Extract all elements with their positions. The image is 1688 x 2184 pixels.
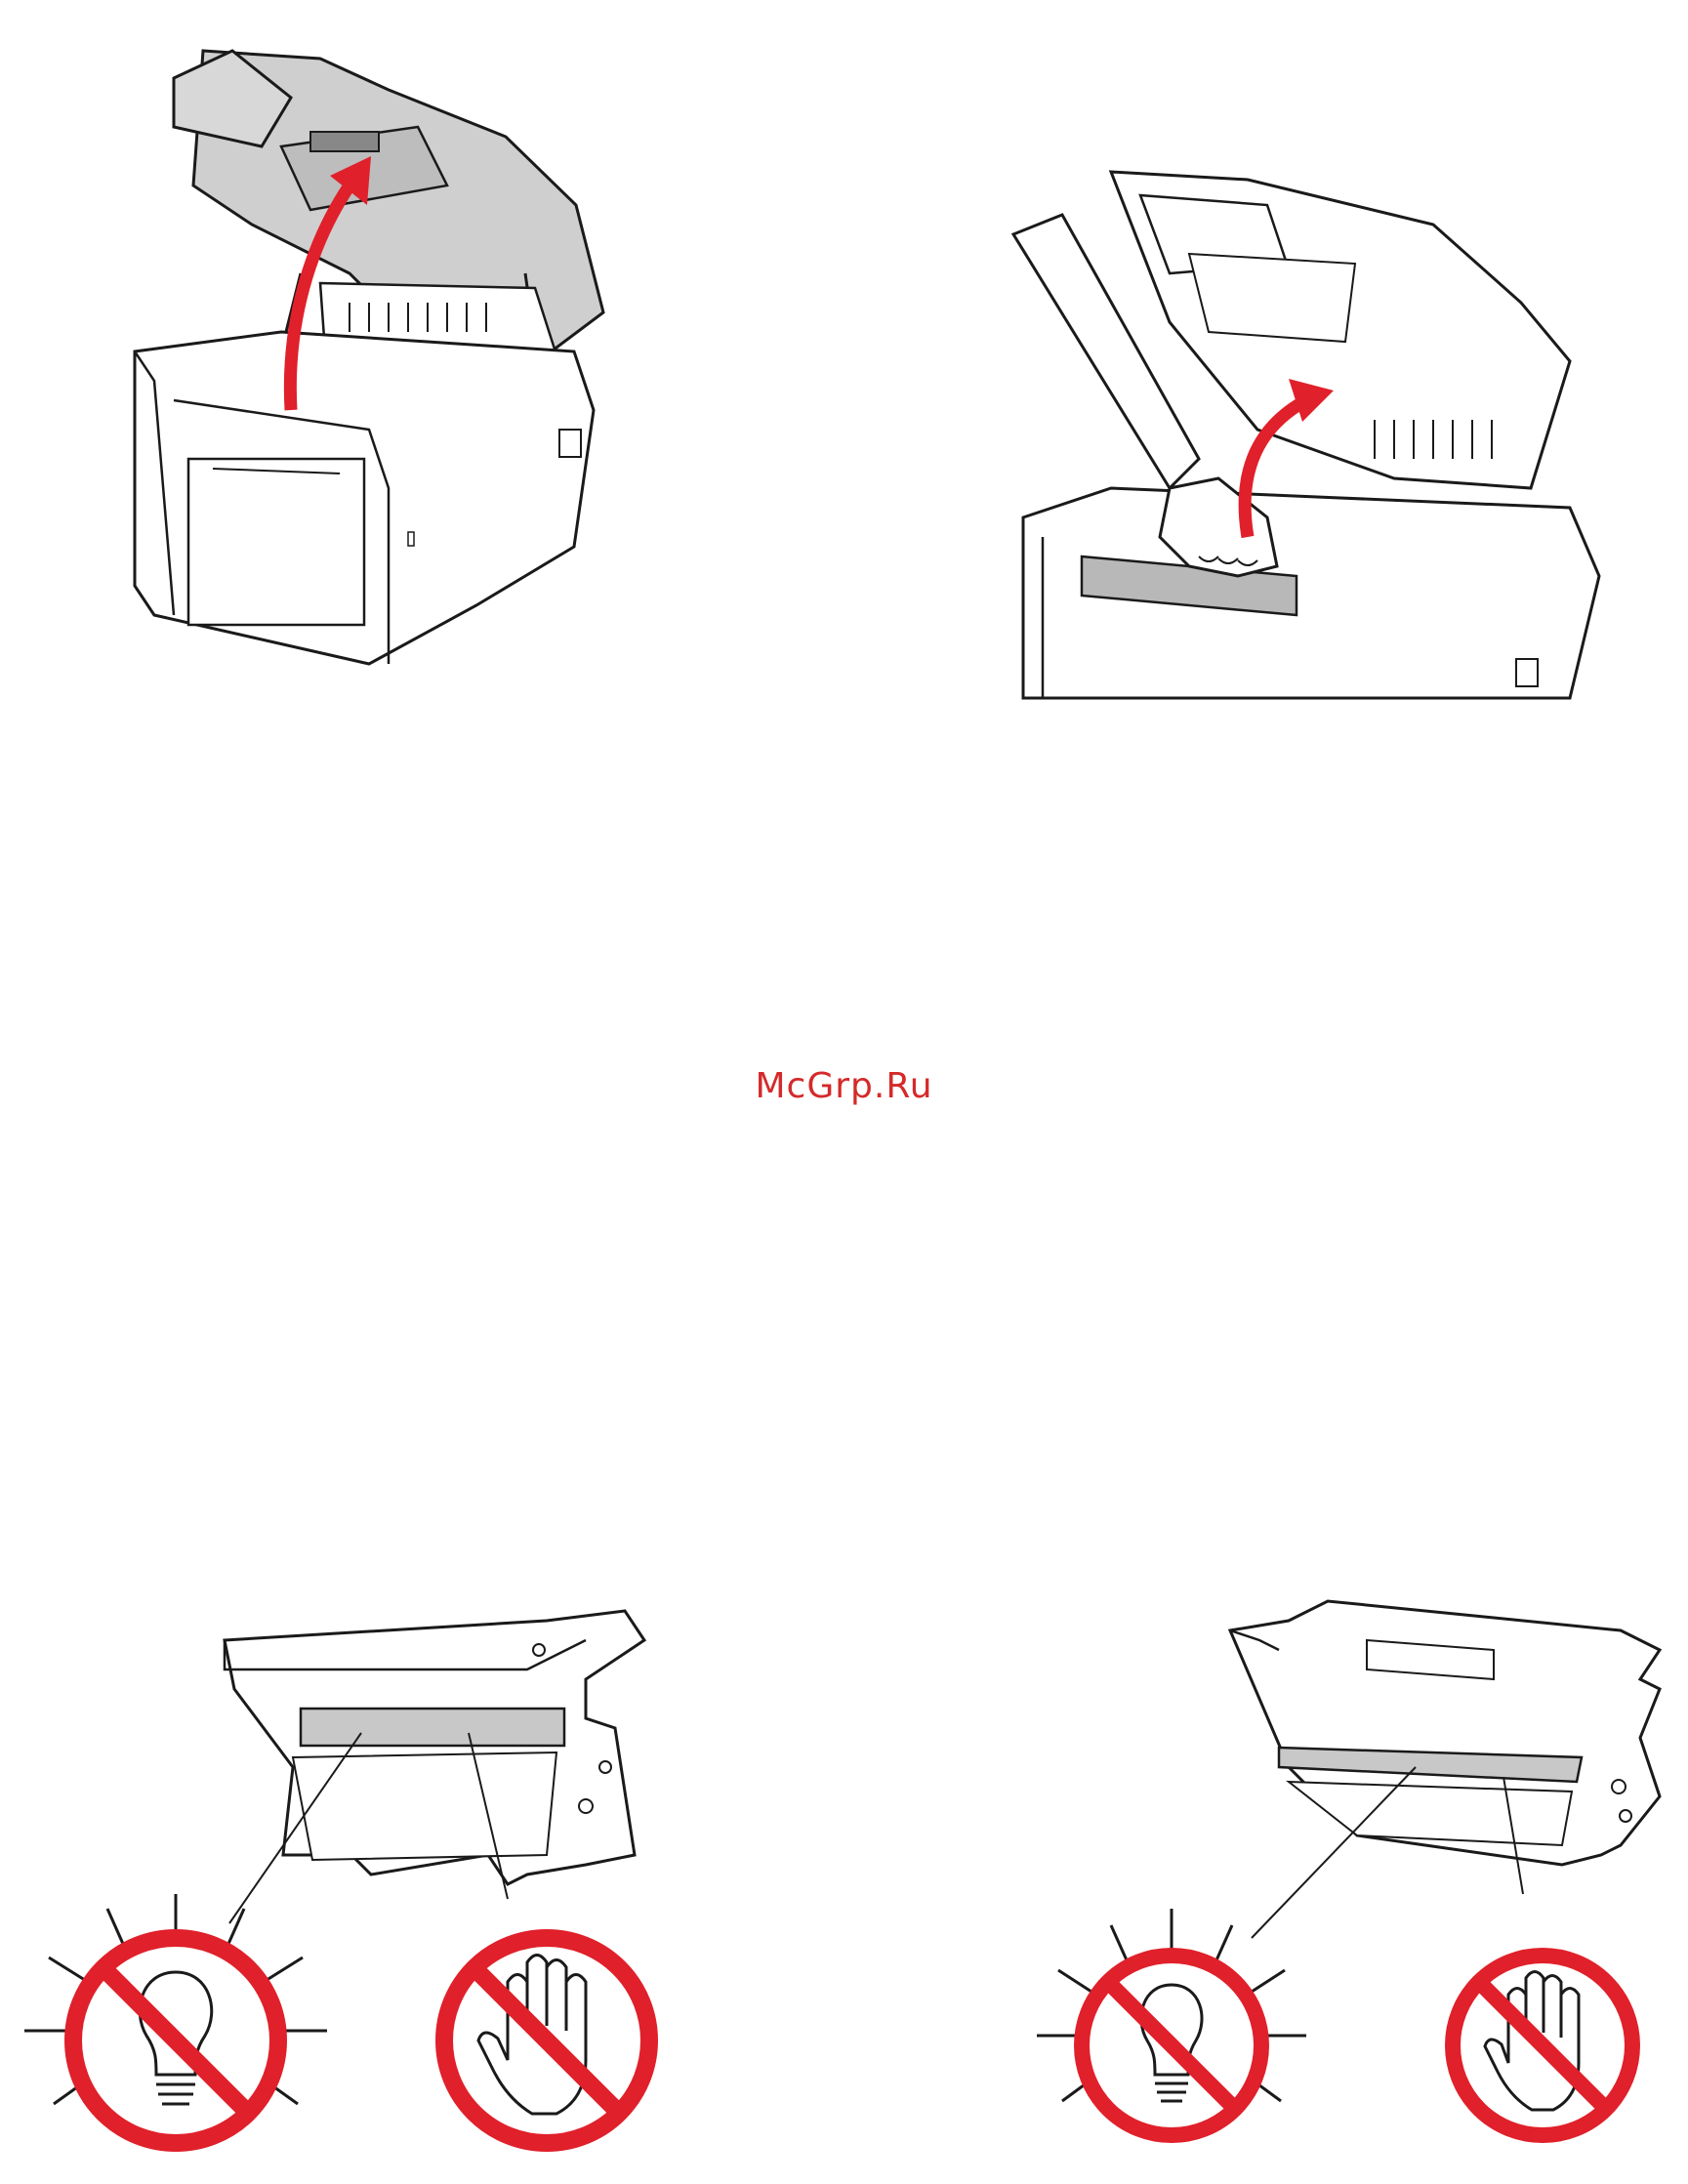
no-touch-icon	[444, 1938, 649, 2143]
no-light-icon	[24, 1894, 327, 2143]
printer-open-lid-illustration	[115, 39, 681, 703]
no-touch-icon	[1453, 1956, 1632, 2135]
drum-unit-icon	[1230, 1601, 1660, 1865]
no-light-icon	[1037, 1909, 1306, 2135]
drum-unit-right-illustration	[1035, 1572, 1688, 2177]
drum-unit-icon	[225, 1611, 644, 1884]
watermark-text: McGrp.Ru	[0, 1066, 1688, 1106]
drum-unit-left-illustration	[0, 1572, 683, 2177]
hands-lifting-drum-illustration	[1023, 166, 1609, 698]
